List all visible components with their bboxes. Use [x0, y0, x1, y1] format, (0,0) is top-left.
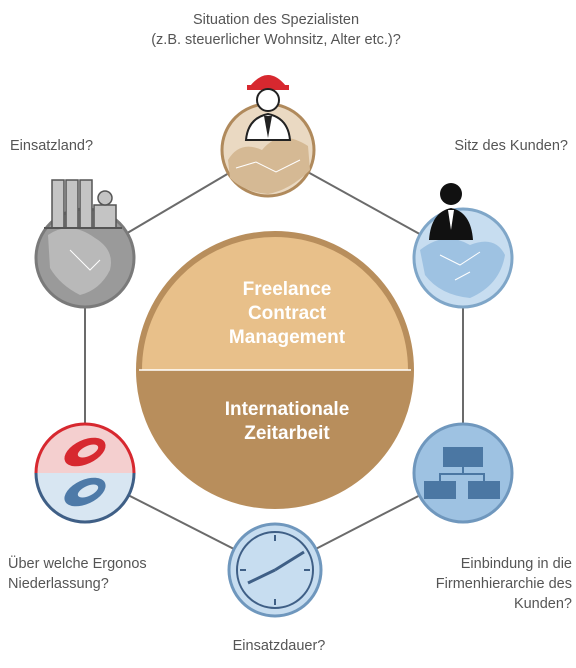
- center-line: Contract: [247, 303, 327, 324]
- center-circle: [136, 231, 414, 509]
- label-line: Sitz des Kunden?: [454, 138, 568, 154]
- label-line: Niederlassung?: [8, 576, 109, 592]
- clock-icon: [236, 531, 314, 609]
- label-client-location: Sitz des Kunden?: [454, 136, 568, 156]
- node-hierarchy: [412, 422, 514, 524]
- org-chart-icon: [424, 447, 500, 499]
- label-deployment-country: Einsatzland?: [10, 136, 93, 156]
- industrial-plant-icon: [44, 179, 122, 229]
- center-line: Freelance: [242, 279, 332, 300]
- label-ergonos-branch: Über welche Ergonos Niederlassung?: [8, 554, 147, 594]
- label-line: Einbindung in die: [460, 556, 572, 572]
- engineer-hardhat-icon: [244, 75, 292, 141]
- label-line: Über welche Ergonos: [8, 556, 147, 572]
- center-top-text: Freelance Contract Management: [0, 278, 575, 350]
- ergonos-logo-icon: [64, 437, 106, 507]
- label-line: Firmenhierarchie des: [435, 576, 572, 592]
- label-line: (z.B. steuerlicher Wohnsitz, Alter etc.)…: [151, 32, 401, 48]
- label-line: Situation des Spezialisten: [192, 12, 360, 28]
- node-duration: [227, 522, 323, 618]
- center-line: Zeitarbeit: [244, 423, 330, 444]
- center-bottom-text: Internationale Zeitarbeit: [0, 398, 575, 446]
- node-client-location: [412, 183, 514, 309]
- label-specialist: Situation des Spezialisten (z.B. steuerl…: [0, 10, 564, 50]
- node-specialist: [220, 75, 316, 198]
- label-line: Einsatzland?: [10, 138, 94, 154]
- label-line: Einsatzdauer?: [232, 638, 326, 654]
- businessman-icon: [429, 183, 473, 240]
- label-hierarchy: Einbindung in die Firmenhierarchie des K…: [436, 554, 572, 614]
- label-duration: Einsatzdauer?: [0, 636, 567, 656]
- center-line: Management: [228, 327, 346, 348]
- label-line: Kunden?: [513, 596, 572, 612]
- center-line: Internationale: [224, 399, 350, 420]
- node-deployment-country: [34, 179, 136, 309]
- node-ergonos-branch: [34, 422, 136, 524]
